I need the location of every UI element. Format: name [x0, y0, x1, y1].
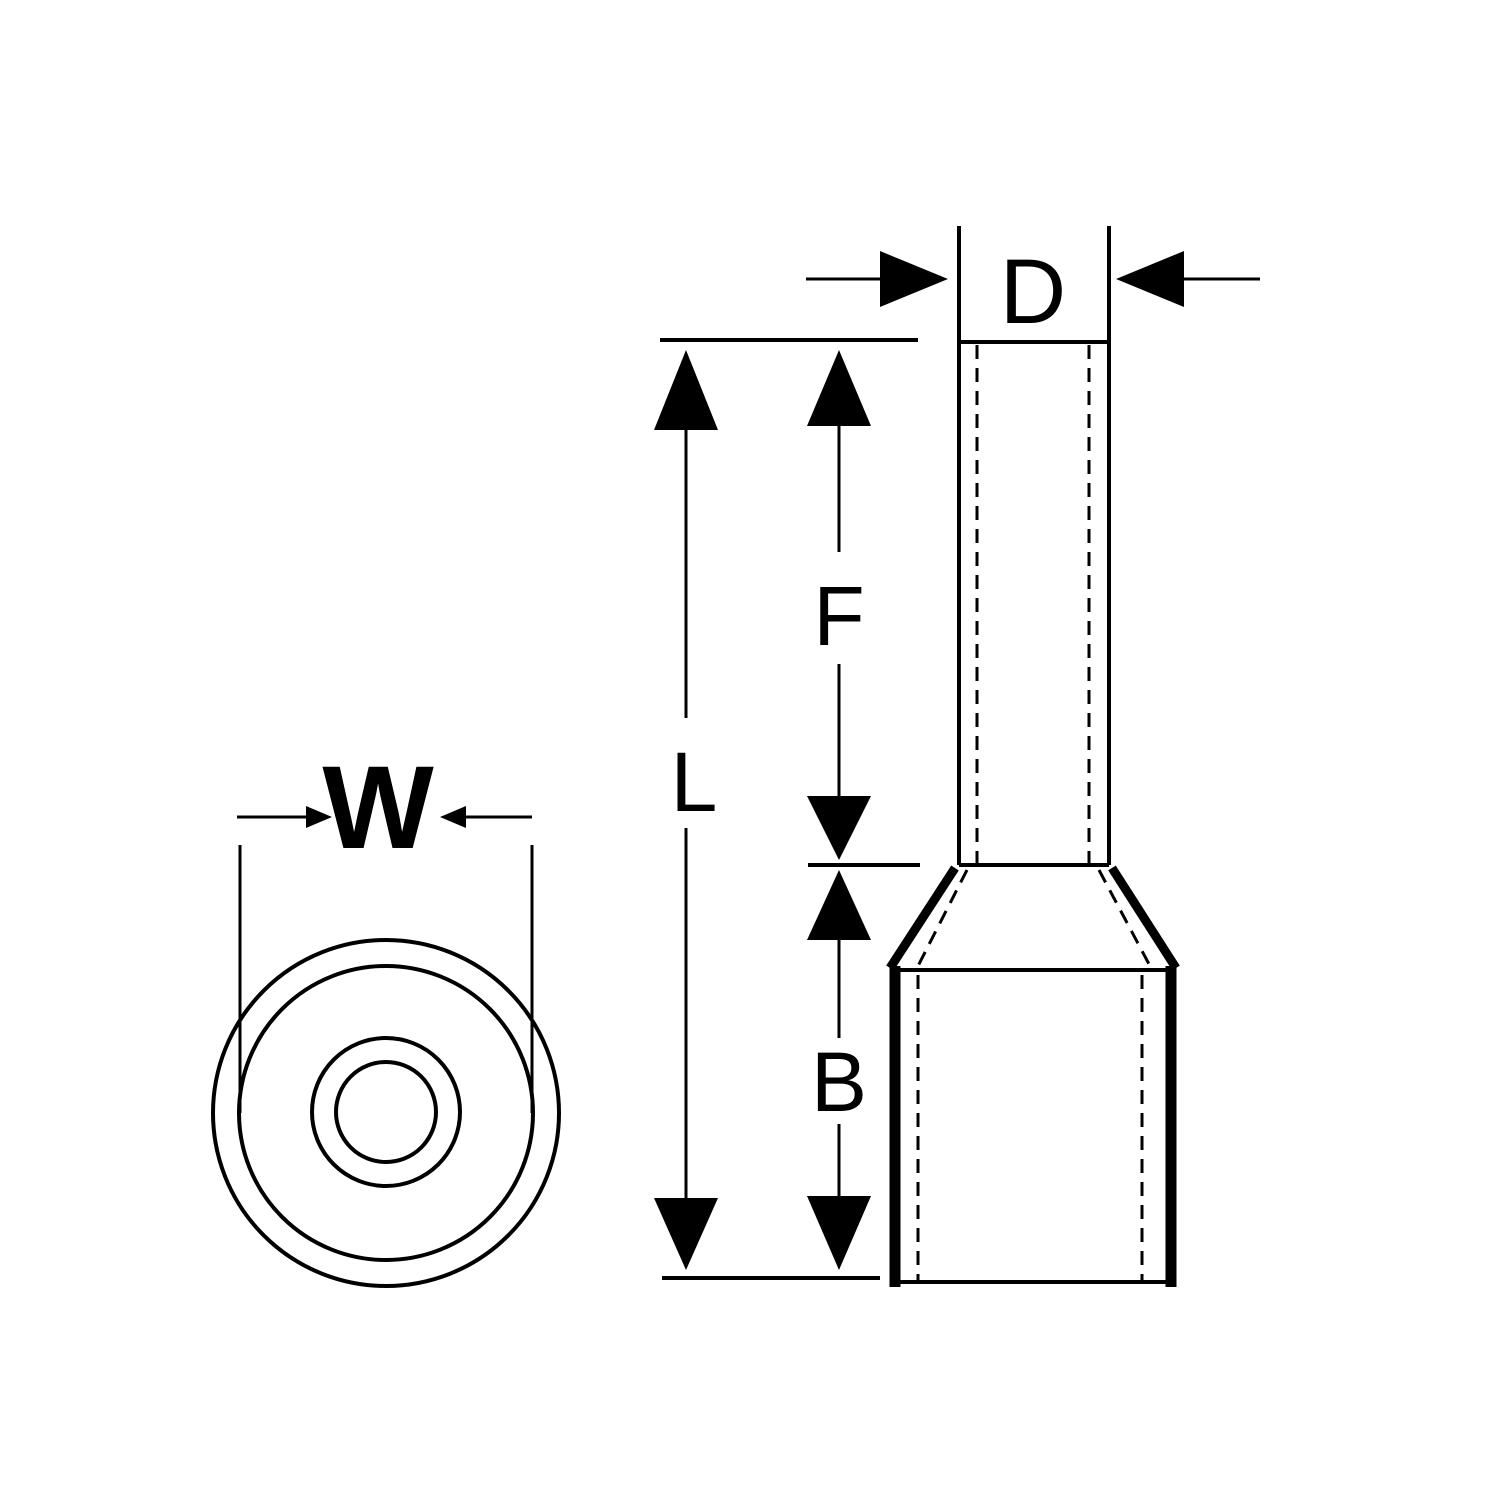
w-label: W [322, 742, 434, 874]
end-view-tube-outer [310, 1036, 462, 1188]
l-arrow-top-head [654, 350, 718, 430]
end-view-inner-ring [237, 964, 535, 1262]
f-arrow-bottom-head [807, 796, 871, 860]
d-label: D [1000, 241, 1066, 343]
end-view-outer-ring [211, 938, 561, 1288]
b-label: B [811, 1035, 867, 1129]
w-arrow-right-head [440, 806, 466, 828]
w-arrow-left-head [306, 806, 332, 828]
d-arrow-right-head [1116, 251, 1184, 307]
l-label: L [671, 735, 718, 829]
l-arrow-bottom-head [654, 1198, 718, 1270]
d-arrow-left-head [880, 251, 948, 307]
collar-inner-taper-right [1097, 869, 1152, 967]
collar-taper-right [1108, 865, 1180, 971]
collar-taper-left [886, 865, 959, 971]
collar-inner-taper-left [916, 869, 969, 967]
end-view: W [211, 742, 561, 1288]
b-arrow-top-head [807, 870, 871, 940]
side-view: D L F [654, 226, 1260, 1287]
b-arrow-bottom-head [807, 1196, 871, 1270]
end-view-tube-bore [334, 1060, 438, 1164]
f-label: F [813, 569, 864, 663]
f-arrow-top-head [807, 350, 871, 426]
